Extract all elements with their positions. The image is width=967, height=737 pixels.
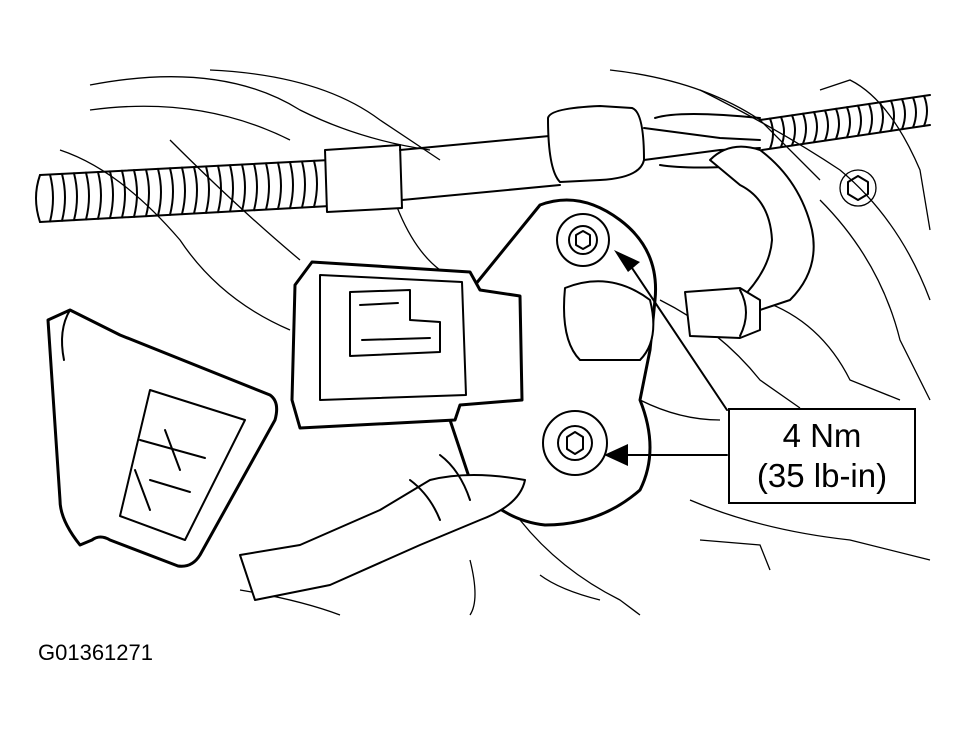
conduit-rib [769, 117, 774, 150]
conduit-rib [73, 172, 78, 222]
conduit-rib [97, 171, 102, 220]
engine-background-lines [59, 69, 931, 616]
conduit-rib [241, 163, 246, 212]
mounting-bolt-top [556, 213, 610, 267]
conduit-rib [824, 109, 829, 142]
torque-callout: 4 Nm (35 lb-in) [728, 408, 916, 504]
conduit-rib [169, 167, 174, 216]
electrical-connector [46, 308, 279, 568]
conduit-rib [265, 162, 270, 211]
conduit-rib [181, 166, 186, 216]
wiring-harness-conduit [35, 94, 931, 223]
conduit-rib [890, 99, 895, 132]
conduit-rib [49, 173, 54, 223]
conduit-rib [289, 161, 294, 210]
conduit-rib [85, 171, 90, 221]
figure-id: G01361271 [38, 640, 153, 665]
torque-nm-label: 4 Nm [782, 417, 862, 454]
mounting-bolt-bottom [542, 410, 608, 476]
conduit-rib [912, 96, 917, 129]
conduit-rib [193, 166, 198, 215]
conduit-rib [802, 112, 807, 145]
conduit-rib [313, 159, 318, 208]
torque-lbin-label: (35 lb-in) [756, 457, 888, 494]
torque-leader-lines [604, 250, 728, 466]
conduit-rib [901, 98, 906, 131]
conduit-rib [217, 164, 222, 214]
conduit-rib [813, 111, 818, 144]
conduit-rib [121, 169, 126, 219]
conduit-rib [61, 172, 66, 222]
conduit-rib [229, 164, 234, 213]
conduit-rib [277, 161, 282, 210]
conduit-rib [846, 106, 851, 139]
conduit-rib [835, 107, 840, 140]
conduit-rib [857, 104, 862, 137]
conduit-rib [157, 167, 162, 217]
conduit-rib [253, 162, 258, 212]
conduit-rib [923, 94, 928, 127]
conduit-rib [301, 160, 306, 209]
conduit-rib [133, 169, 138, 218]
conduit-rib [791, 114, 796, 147]
conduit-rib [205, 165, 210, 214]
conduit-rib [879, 101, 884, 134]
conduit-rib [780, 115, 785, 148]
vacuum-hose [684, 145, 815, 339]
conduit-rib [145, 168, 150, 218]
conduit-rib [109, 170, 114, 220]
conduit-rib [868, 102, 873, 135]
